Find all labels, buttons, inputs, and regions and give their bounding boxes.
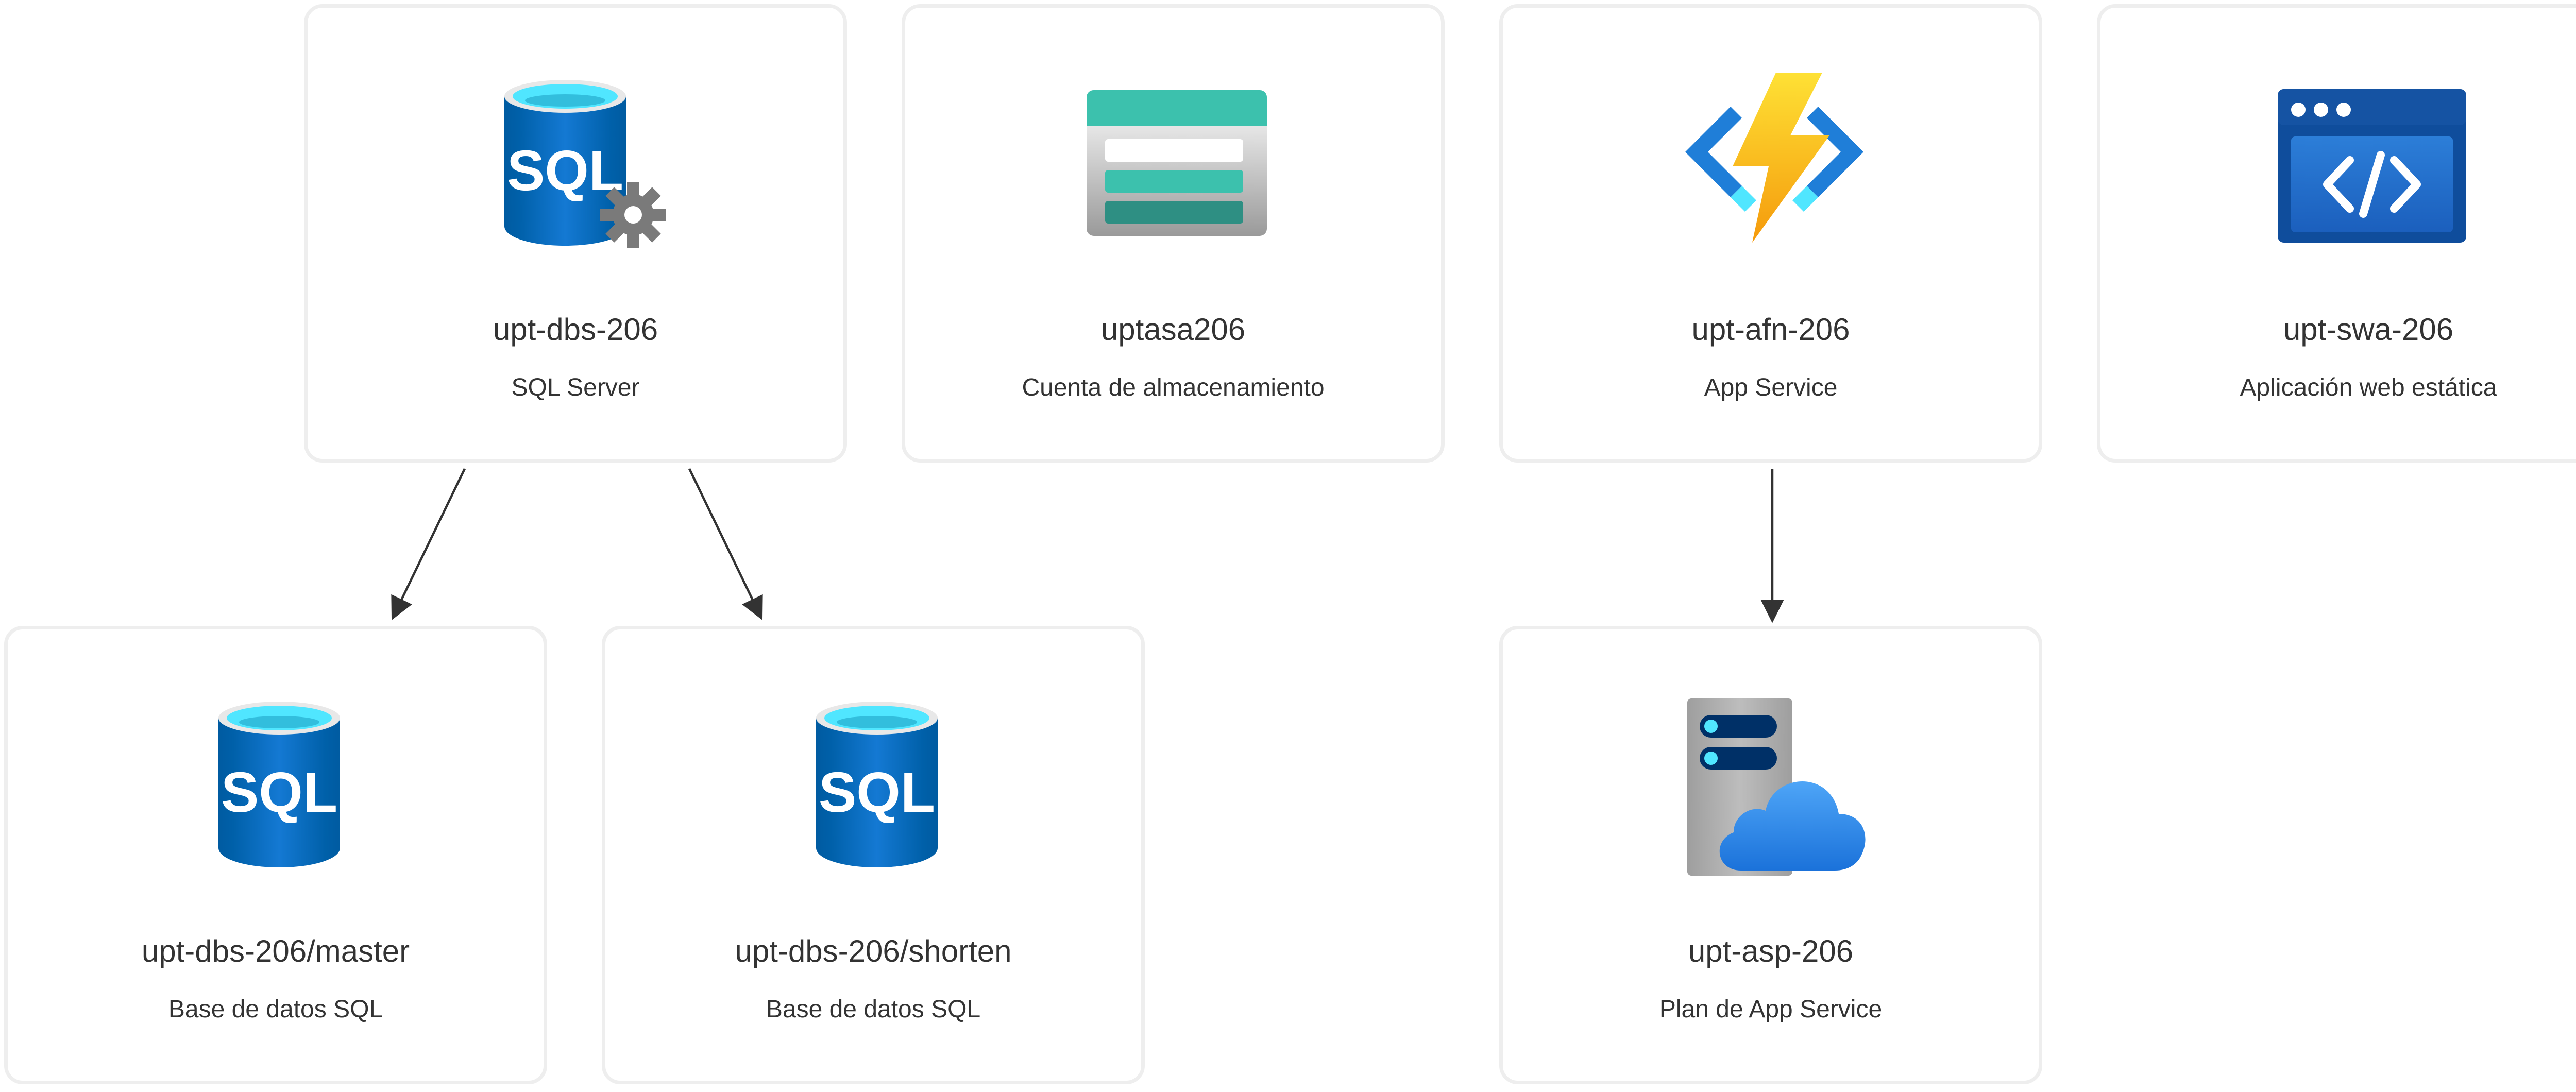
node-storage-account[interactable]: uptasa206 Cuenta de almacenamiento: [902, 4, 1445, 463]
node-name: upt-dbs-206/master: [141, 934, 410, 968]
node-function-app[interactable]: upt-afn-206 App Service: [1499, 4, 2042, 463]
node-sql-database-shorten[interactable]: SQL upt-dbs-206/shorten Base de datos SQ…: [602, 626, 1145, 1084]
static-web-app-icon: [2278, 70, 2466, 258]
storage-account-icon: [1082, 70, 1271, 258]
node-name: upt-dbs-206: [493, 312, 658, 347]
node-type: Base de datos SQL: [766, 996, 981, 1023]
node-app-service-plan[interactable]: upt-asp-206 Plan de App Service: [1499, 626, 2042, 1084]
node-type: Cuenta de almacenamiento: [1022, 374, 1325, 401]
node-name: upt-dbs-206/shorten: [735, 934, 1012, 968]
edge-sqlserver-to-shorten: [688, 468, 763, 621]
edge-sqlserver-to-master: [391, 468, 466, 621]
svg-text:SQL: SQL: [507, 139, 623, 202]
sql-server-icon: SQL: [485, 70, 673, 258]
svg-text:SQL: SQL: [221, 761, 337, 824]
node-type: SQL Server: [511, 374, 640, 401]
app-service-plan-icon: [1680, 691, 1869, 880]
node-name: uptasa206: [1100, 312, 1246, 347]
function-app-icon: [1680, 70, 1869, 258]
node-type: Base de datos SQL: [168, 996, 383, 1023]
node-type: Aplicación web estática: [2240, 374, 2497, 401]
sql-database-icon: SQL: [783, 691, 971, 880]
node-name: upt-afn-206: [1691, 312, 1850, 347]
node-sql-database-master[interactable]: SQL upt-dbs-206/master Base de datos SQL: [4, 626, 547, 1084]
node-name: upt-swa-206: [2283, 312, 2454, 347]
node-name: upt-asp-206: [1688, 934, 1854, 968]
node-static-web-app[interactable]: upt-swa-206 Aplicación web estática: [2097, 4, 2576, 463]
sql-database-icon: SQL: [185, 691, 374, 880]
svg-text:SQL: SQL: [819, 761, 935, 824]
node-type: App Service: [1704, 374, 1838, 401]
node-sql-server[interactable]: SQL upt-dbs-206 SQL Server: [304, 4, 847, 463]
node-type: Plan de App Service: [1659, 996, 1883, 1023]
